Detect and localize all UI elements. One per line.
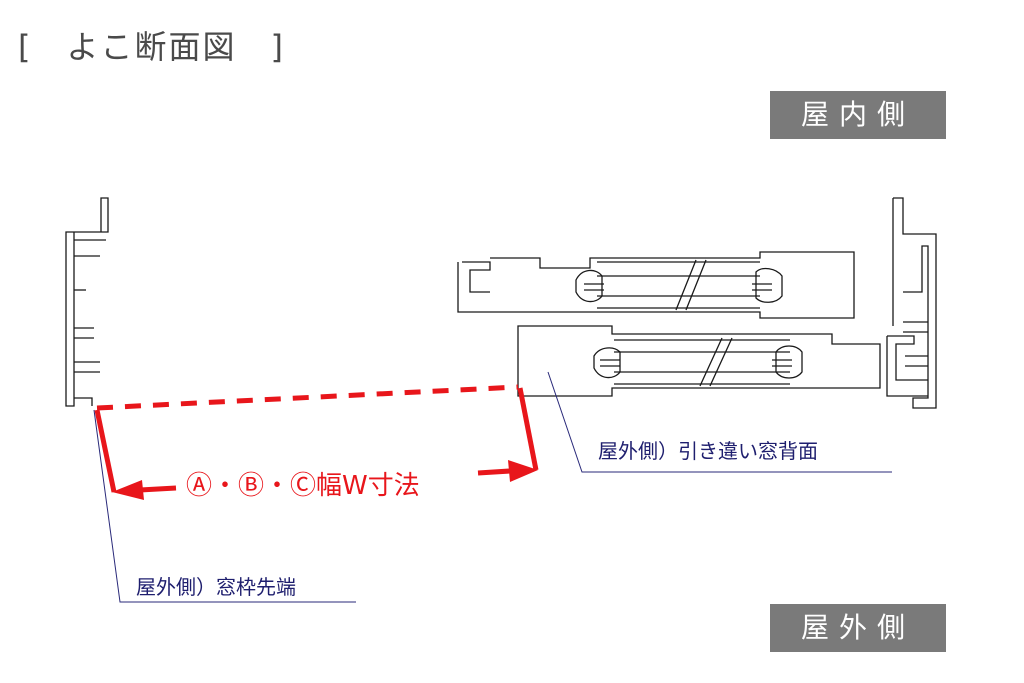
left-arrowhead bbox=[112, 480, 144, 500]
right-arrow-shaft bbox=[477, 468, 511, 476]
sash-back-label: 屋外側）引き違い窓背面 bbox=[598, 439, 818, 463]
outer-sash bbox=[517, 325, 881, 397]
dimension-label: Ⓐ・Ⓑ・Ⓒ幅W寸法 bbox=[186, 471, 420, 501]
inside-label: 屋内側 bbox=[770, 91, 946, 139]
dimension-indicator bbox=[94, 384, 539, 493]
sash-callout-line bbox=[547, 371, 892, 473]
left-extension-line bbox=[94, 409, 117, 493]
page-title: [ よこ断面図 ] bbox=[18, 28, 285, 66]
outside-label: 屋外側 bbox=[770, 604, 946, 652]
frame-tip-label: 屋外側）窓枠先端 bbox=[136, 575, 296, 599]
frame-callout-line bbox=[93, 409, 356, 603]
left-arrow-shaft bbox=[139, 485, 177, 493]
dimension-reference-line bbox=[96, 384, 519, 411]
right-extension-line bbox=[517, 387, 539, 471]
left-frame-profile bbox=[65, 197, 109, 407]
inner-sash bbox=[457, 251, 855, 319]
right-frame-profile bbox=[886, 197, 937, 409]
right-arrowhead bbox=[508, 460, 538, 482]
